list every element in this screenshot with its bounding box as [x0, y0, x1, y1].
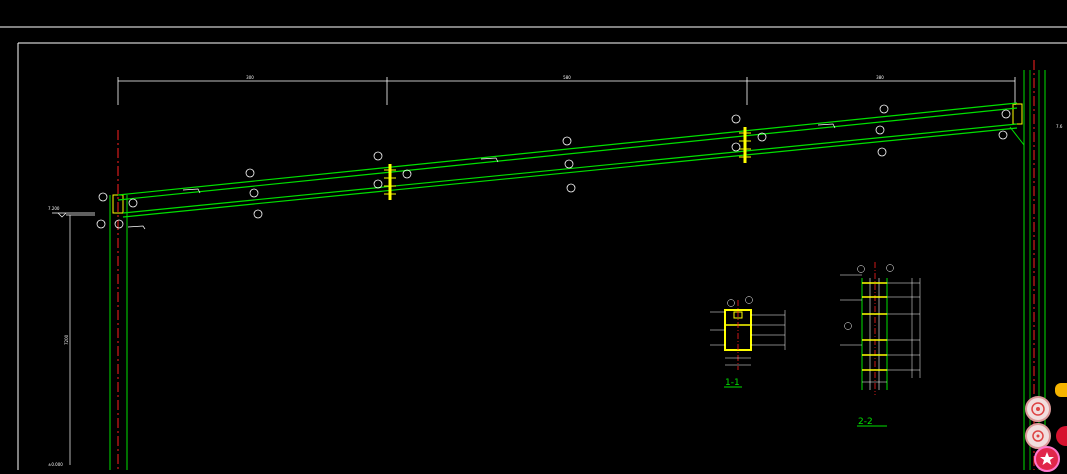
splice-joint-1[interactable]: [384, 164, 396, 200]
star-icon[interactable]: [1034, 446, 1060, 472]
section-1-1-detail[interactable]: [710, 296, 786, 388]
elev-top-label: 7.200: [48, 206, 60, 211]
height-dim-label: 7200: [64, 334, 69, 345]
left-column[interactable]: [109, 130, 128, 470]
section-2-2-title: 2-2: [858, 417, 873, 427]
right-tag-label: 7.6: [1056, 124, 1063, 129]
weld-symbols: [127, 123, 836, 230]
top-dimension: [117, 77, 1016, 105]
flower-icon-glyph: [1032, 430, 1044, 442]
top-dim-text-3: 380: [876, 75, 884, 80]
splice-joint-2[interactable]: [739, 127, 751, 163]
top-dim-text-1: 300: [246, 75, 254, 80]
eye-icon[interactable]: [1025, 396, 1051, 422]
rafter-beam[interactable]: [117, 102, 1018, 218]
section-1-1-title: 1-1: [725, 378, 740, 388]
left-elevation: [52, 212, 95, 465]
star-icon-glyph: [1040, 452, 1054, 465]
flower-icon[interactable]: [1025, 423, 1051, 449]
elev-bottom-label: ±0.000: [48, 462, 63, 467]
ladybug-icon[interactable]: [1056, 426, 1067, 446]
section-2-2-detail[interactable]: [840, 262, 921, 427]
part-marks: [96, 104, 1011, 229]
top-dim-text-2: 580: [563, 75, 571, 80]
eye-icon-glyph: [1031, 402, 1045, 416]
mascot-icon[interactable]: [1055, 383, 1067, 397]
